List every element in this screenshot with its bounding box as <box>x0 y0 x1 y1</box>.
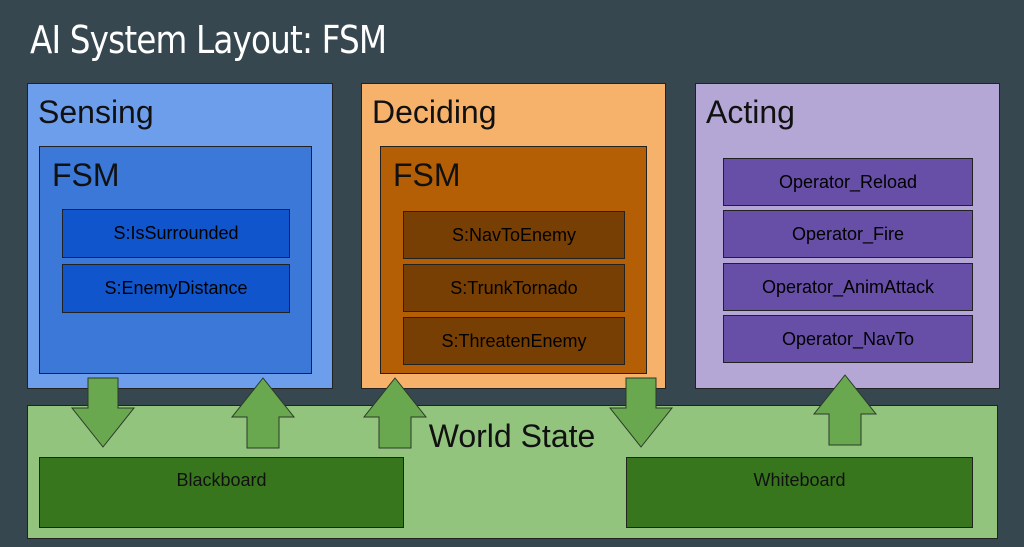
sensing-state-item: S:EnemyDistance <box>62 264 290 313</box>
sensing-fsm-label: FSM <box>52 157 120 193</box>
world-state-label: World State <box>428 418 596 454</box>
deciding-fsm-label: FSM <box>393 157 461 193</box>
slide-title: AI System Layout: FSM <box>30 18 387 62</box>
whiteboard-box: Whiteboard <box>626 457 973 528</box>
sensing-fsm-box: FSM S:IsSurrounded S:EnemyDistance <box>39 146 312 374</box>
acting-operator-item: Operator_Reload <box>723 158 973 206</box>
acting-operator-item: Operator_NavTo <box>723 315 973 363</box>
arrow-up-icon <box>230 377 296 449</box>
acting-operator-item: Operator_AnimAttack <box>723 263 973 311</box>
blackboard-box: Blackboard <box>39 457 404 528</box>
deciding-state-item: S:NavToEnemy <box>403 211 625 259</box>
deciding-title: Deciding <box>372 94 497 130</box>
acting-panel: Acting Operator_Reload Operator_Fire Ope… <box>695 83 1000 389</box>
arrow-down-icon <box>70 377 136 448</box>
arrow-down-icon <box>608 377 674 448</box>
arrow-up-icon <box>812 374 878 446</box>
sensing-title: Sensing <box>38 94 154 130</box>
sensing-state-item: S:IsSurrounded <box>62 209 290 258</box>
deciding-panel: Deciding FSM S:NavToEnemy S:TrunkTornado… <box>361 83 666 389</box>
acting-operator-item: Operator_Fire <box>723 210 973 258</box>
deciding-state-item: S:TrunkTornado <box>403 264 625 312</box>
deciding-state-item: S:ThreatenEnemy <box>403 317 625 365</box>
acting-title: Acting <box>706 94 795 130</box>
arrow-up-icon <box>362 377 428 449</box>
deciding-fsm-box: FSM S:NavToEnemy S:TrunkTornado S:Threat… <box>380 146 647 374</box>
sensing-panel: Sensing FSM S:IsSurrounded S:EnemyDistan… <box>27 83 333 389</box>
